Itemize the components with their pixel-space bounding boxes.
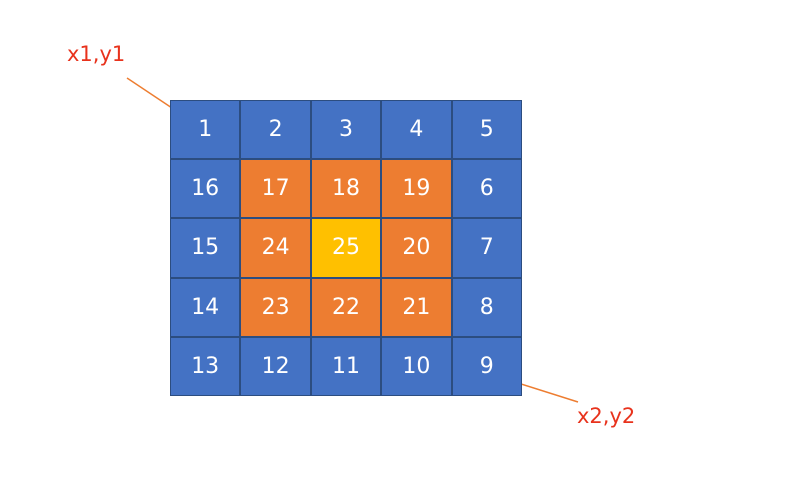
matrix-cell: 17 <box>240 159 311 219</box>
matrix-cell: 18 <box>310 159 382 219</box>
matrix-cell: 22 <box>310 277 382 337</box>
matrix-cell: 20 <box>381 218 452 278</box>
matrix-cell: 15 <box>170 218 241 278</box>
matrix-cell: 1 <box>170 100 241 160</box>
matrix-cell: 3 <box>310 100 382 160</box>
corner-label-top-left: x1,y1 <box>67 42 126 66</box>
matrix-cell: 13 <box>170 336 241 396</box>
matrix-cell: 23 <box>240 277 311 337</box>
matrix-cell: 24 <box>240 218 311 278</box>
matrix-cell: 21 <box>381 277 452 337</box>
matrix-cell: 10 <box>381 336 452 396</box>
matrix-cell: 8 <box>451 277 522 337</box>
matrix-cell: 7 <box>451 218 522 278</box>
matrix-cell: 5 <box>451 100 522 160</box>
matrix-cell: 4 <box>381 100 452 160</box>
matrix-cell: 25 <box>310 218 382 278</box>
matrix-cell: 16 <box>170 159 241 219</box>
matrix-cell: 2 <box>240 100 311 160</box>
matrix-cell: 9 <box>451 336 522 396</box>
matrix-cell: 14 <box>170 277 241 337</box>
matrix-cell: 6 <box>451 159 522 219</box>
matrix-cell: 11 <box>310 336 382 396</box>
matrix-cell: 12 <box>240 336 311 396</box>
matrix-cell: 19 <box>381 159 452 219</box>
corner-label-bottom-right: x2,y2 <box>577 404 636 428</box>
